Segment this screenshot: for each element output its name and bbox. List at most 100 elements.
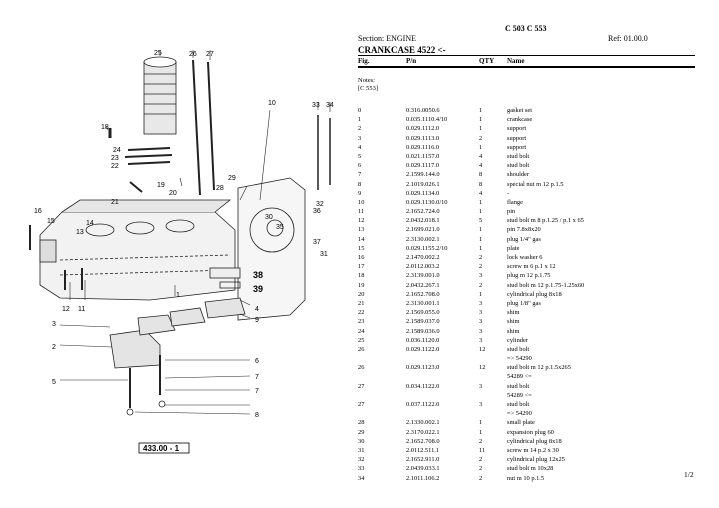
callout-27: 27 xyxy=(206,51,214,58)
row-fig: 28 xyxy=(358,419,365,427)
row-name: support xyxy=(507,143,527,151)
row-qty: 1 xyxy=(479,226,483,234)
row-fig: 12 xyxy=(358,217,365,225)
row-name: stud bolt xyxy=(507,401,530,408)
callout-5: 5 xyxy=(52,379,56,386)
flange-plate xyxy=(237,177,306,321)
row-name: support xyxy=(507,125,527,133)
row-pn: 0.021.1157.0 xyxy=(406,152,440,160)
callout-13: 13 xyxy=(76,229,84,236)
row-fig: 31 xyxy=(358,446,365,454)
row-name: cylindrical plug 8x18 xyxy=(507,290,562,298)
callout-24: 24 xyxy=(113,147,121,154)
row-pn: 2.0112.511.1 xyxy=(406,446,440,454)
row-name: plate xyxy=(507,244,520,252)
row-fig: 10 xyxy=(358,198,365,206)
callout-16: 16 xyxy=(34,208,42,215)
row-fig: 26 xyxy=(358,345,365,353)
callout-15: 15 xyxy=(47,218,55,225)
callout-29: 29 xyxy=(228,175,236,182)
row-name: stud bolt xyxy=(507,152,530,160)
callout-23: 23 xyxy=(111,155,119,162)
row-fig: 26 xyxy=(358,364,365,372)
row-qty: 1 xyxy=(479,244,483,252)
row-pn: 0.029.1130.0/10 xyxy=(406,198,448,206)
row-name: 54289 <= xyxy=(507,373,532,381)
row-name: plug m 12 p.1.75 xyxy=(507,272,551,280)
row-fig: 22 xyxy=(358,309,365,317)
rule-head xyxy=(358,66,695,68)
row-fig: 27 xyxy=(358,382,365,390)
callout-31: 31 xyxy=(320,251,328,258)
row-fig: 8 xyxy=(358,180,362,188)
row-fig: 11 xyxy=(358,208,365,216)
row-name: nut m 10 p.1.5 xyxy=(507,474,545,482)
row-name: screw m 14 p.2 x 30 xyxy=(507,446,559,454)
callout-3: 3 xyxy=(52,321,56,328)
row-qty: 2 xyxy=(479,474,483,482)
group-title: CRANKCASE 4522 <- xyxy=(358,45,446,55)
row-qty: 1 xyxy=(479,419,483,427)
row-qty: 2 xyxy=(479,263,483,271)
row-qty: 3 xyxy=(479,299,483,307)
row-pn: 2.1589.037.0 xyxy=(406,318,440,326)
callout-19: 19 xyxy=(157,182,165,189)
row-fig: 9 xyxy=(358,189,362,197)
row-fig: 2 xyxy=(358,125,362,133)
callout-22: 22 xyxy=(111,163,119,170)
row-name: 54289 <= xyxy=(507,391,532,399)
row-qty: 2 xyxy=(479,437,483,445)
row-pn: 2.1330.002.1 xyxy=(406,419,440,427)
row-qty: 3 xyxy=(479,336,483,344)
callout-6: 6 xyxy=(255,358,259,365)
row-qty: 3 xyxy=(479,318,483,326)
row-pn: 2.1652.708.0 xyxy=(406,437,440,445)
callout-7a: 7 xyxy=(255,374,259,381)
row-pn: 2.1652.911.0 xyxy=(406,456,440,464)
cylinder xyxy=(143,61,177,135)
table-row: 54289 <= xyxy=(358,391,695,400)
row-name: crankcase xyxy=(507,116,533,124)
row-name: small plate xyxy=(507,419,535,427)
row-qty: 11 xyxy=(479,446,486,454)
row-qty: 1 xyxy=(479,107,483,114)
row-pn: 0.316.0050.6 xyxy=(406,107,440,114)
section-label: Section: ENGINE xyxy=(358,34,416,43)
row-pn: 2.1599.144.0 xyxy=(406,171,440,179)
row-qty: 1 xyxy=(479,143,483,151)
exploded-diagram: 25 26 27 10 33 34 18 24 23 22 19 20 21 2… xyxy=(29,50,334,454)
row-pn: 2.3170.022.1 xyxy=(406,428,440,436)
row-name: plug 1/8" gas xyxy=(507,299,541,307)
row-fig: 4 xyxy=(358,143,362,151)
catalog-code: C 503 C 553 xyxy=(505,24,547,33)
row-pn: 2.1019.026.1 xyxy=(406,180,440,188)
row-name: gasket set xyxy=(507,107,533,114)
row-name: stud bolt m 12 p.1.75-1.25x60 xyxy=(507,281,585,289)
row-pn: 0.035.1110.4/10 xyxy=(406,116,448,124)
row-pn: 2.1470.002.2 xyxy=(406,254,440,261)
row-fig: 21 xyxy=(358,299,365,307)
callout-30: 30 xyxy=(265,214,273,221)
row-qty: 3 xyxy=(479,272,483,280)
callout-39: 39 xyxy=(253,284,263,294)
callout-2: 2 xyxy=(52,344,56,351)
row-qty: 12 xyxy=(479,364,486,372)
row-name: => 54290 xyxy=(507,355,532,363)
callout-7b: 7 xyxy=(255,388,259,395)
row-fig: 1 xyxy=(358,116,362,124)
row-qty: 3 xyxy=(479,327,483,335)
row-pn: 2.1569.055.0 xyxy=(406,309,440,317)
callout-36: 36 xyxy=(313,208,321,215)
